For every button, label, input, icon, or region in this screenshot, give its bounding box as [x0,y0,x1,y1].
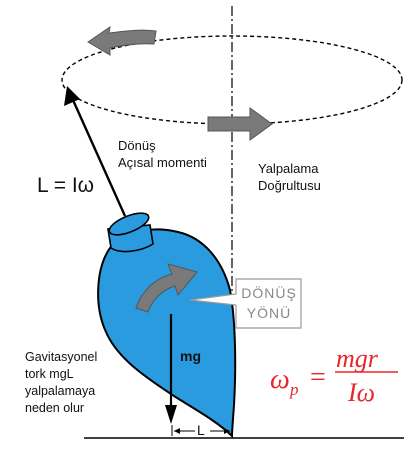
torque-line3: yalpalamaya [25,384,96,398]
precession-arrow-left-icon [87,25,157,56]
torque-line4: neden olur [25,401,85,415]
lever-arm-dimension [171,425,233,436]
lever-arm-label: L [197,422,205,438]
angular-momentum-vector [71,99,127,217]
spin-direction-label: DÖNÜŞ YÖNÜ [238,283,300,323]
formula-denominator: Iω [348,378,376,407]
precession-line2: Doğrultusu [258,178,321,193]
precession-direction-label: Yalpalama Doğrultusu [258,160,321,194]
precession-arrow-right-icon [207,107,273,141]
angular-momentum-symbol: L = Iω [37,174,95,197]
gravitational-torque-label: Gavitasyonel tork mgL yalpalamaya neden … [25,349,97,417]
formula-omega-subscript: p [290,380,299,399]
torque-line2: tork mgL [25,367,74,381]
spin-label-callout [189,278,302,329]
formula-equals: = [310,362,326,393]
spin-line1: DÖNÜŞ [241,285,297,301]
torque-line1: Gavitasyonel [25,350,98,364]
angular-momentum-line2: Açısal momenti [118,155,207,170]
weight-label: mg [180,348,201,364]
formula-numerator: mgr [336,344,378,373]
formula-omega: ω [270,364,290,395]
angular-momentum-arrowhead-icon [64,86,80,106]
spin-direction-arrow-icon [135,263,198,313]
spin-line2: YÖNÜ [246,305,292,321]
spinning-top-stem [107,212,154,253]
precession-line1: Yalpalama [258,161,319,176]
precession-formula: ω p = mgr Iω [270,344,406,418]
gravity-arrowhead-icon [165,405,177,424]
angular-momentum-label: Dönüş Açısal momenti [118,137,207,171]
angular-momentum-line1: Dönüş [118,138,156,153]
